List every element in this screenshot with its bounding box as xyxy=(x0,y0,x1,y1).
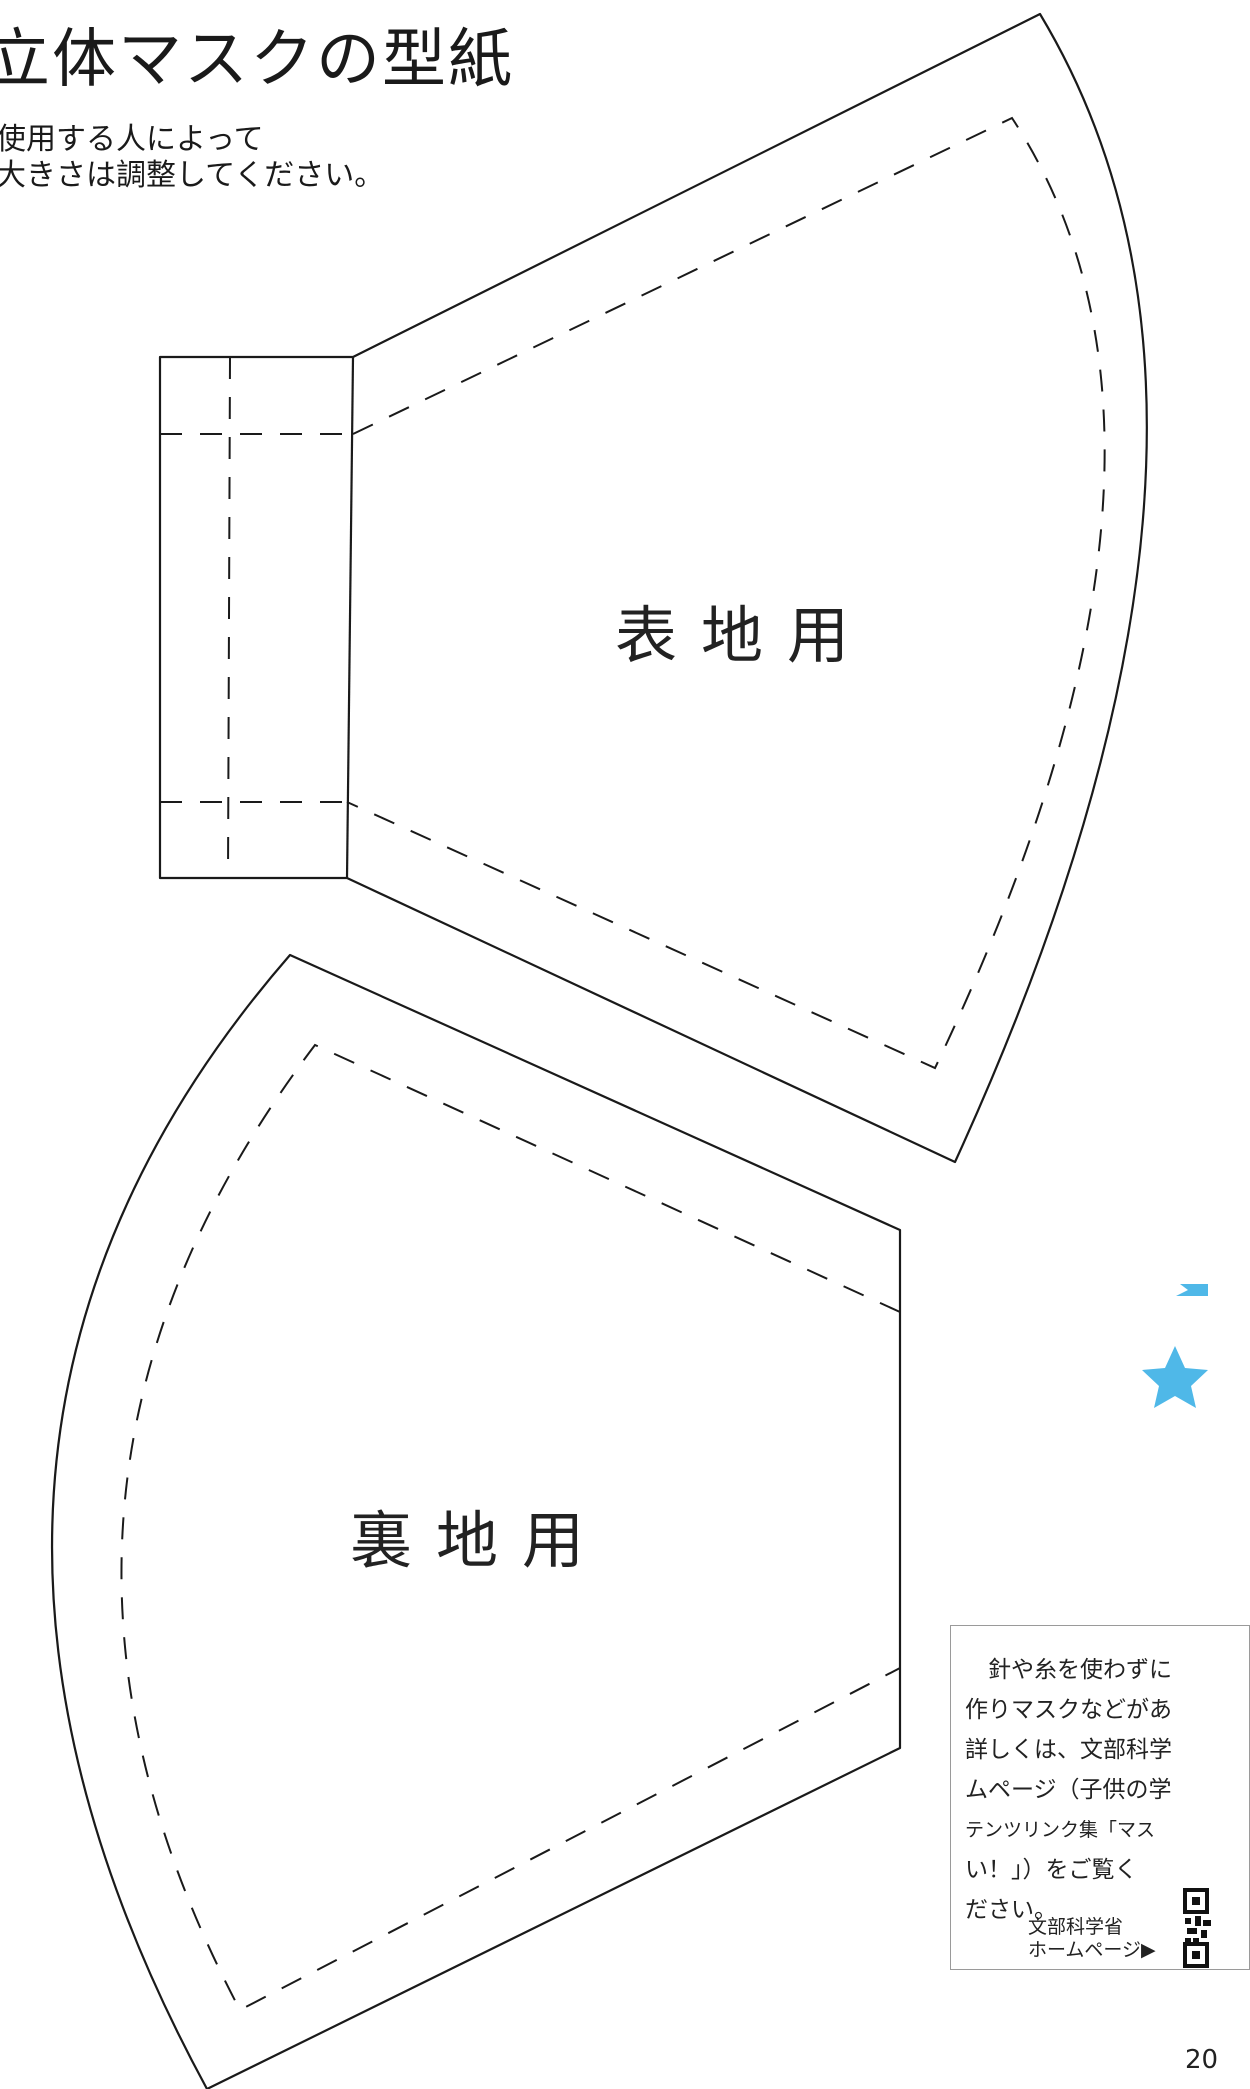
page-number: 20 xyxy=(1185,2045,1219,2075)
page-subtitle: 使用する人によって 大きさは調整してください。 xyxy=(0,122,384,194)
outer-piece-cut-line xyxy=(158,12,1148,1164)
qr-caption: 文部科学省 ホームページ▶ xyxy=(1028,1916,1156,1962)
inner-piece-sewing-line xyxy=(120,1043,901,2012)
star-icon xyxy=(1142,1346,1208,1408)
note-line: 針や糸を使わずに xyxy=(988,1657,1172,1683)
note-line: ださい。 xyxy=(965,1897,1057,1923)
star-icon xyxy=(1176,1284,1208,1296)
qr-code-icon[interactable] xyxy=(1183,1888,1213,1968)
page-title: 立体マスクの型紙 xyxy=(0,23,514,97)
note-line: 作りマスクなどがあ xyxy=(965,1697,1172,1723)
outer-piece-sewing-line xyxy=(346,116,1106,1070)
note-line: ムページ（子供の学 xyxy=(965,1777,1172,1803)
mask-pattern-drawing xyxy=(51,12,1208,2089)
tab-vertical-seam xyxy=(227,356,231,879)
note-line: テンツリンク集「マス xyxy=(965,1819,1156,1841)
note-line: 詳しくは、文部科学 xyxy=(965,1737,1172,1763)
subtitle-line-2: 大きさは調整してください。 xyxy=(0,158,385,193)
inner-piece-label: 裏地用 xyxy=(350,1504,609,1577)
subtitle-line-1: 使用する人によって xyxy=(0,122,264,157)
note-line: い！」）をご覧く xyxy=(965,1857,1138,1883)
inner-piece-cut-line xyxy=(51,953,902,2089)
outer-piece-label: 表地用 xyxy=(615,599,874,672)
qr-caption-line-2: ホームページ▶ xyxy=(1028,1939,1156,1961)
qr-caption-line-1: 文部科学省 xyxy=(1028,1916,1124,1938)
outer-piece-fold-line xyxy=(345,356,355,879)
